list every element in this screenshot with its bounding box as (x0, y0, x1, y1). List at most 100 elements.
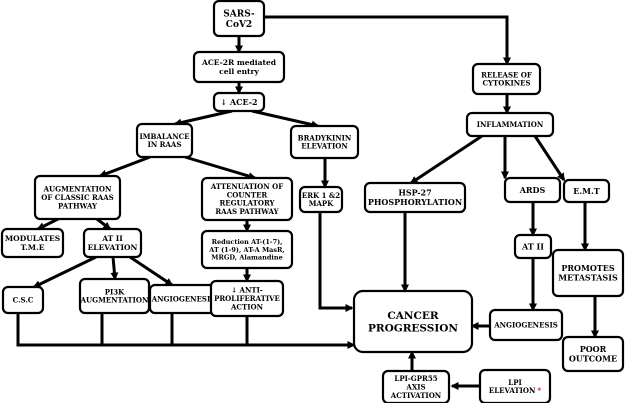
node-label-line: ↓ ANTI- (231, 286, 263, 295)
node-label-line: C.S.C (13, 295, 34, 304)
node-sars: SARS-CoV2 (212, 0, 266, 38)
node-box (192, 50, 286, 84)
node-label-line: PHOSPHORYLATION (368, 197, 462, 207)
node-label-line: ARDS (519, 185, 546, 195)
node-label-line: PATHWAY (58, 201, 98, 210)
node-box (33, 174, 122, 221)
node-box (562, 178, 611, 204)
node-label-line: MRGD, Alamandine (211, 254, 283, 262)
node-box (381, 369, 451, 403)
node-label-line: ANGIOGENESIS (493, 320, 558, 329)
node-label-line: ELEVATION (301, 142, 348, 151)
node-label-line: AUGMENTATION (80, 296, 149, 305)
marker-asterisk: * (537, 386, 541, 395)
node-label-line: POOR (580, 344, 607, 354)
node-label-line: LPI-GPR55 (394, 374, 437, 383)
node-box (212, 91, 266, 113)
node-inflammation: INFLAMMATION (465, 111, 555, 138)
node-label-line: BRADYKININ (298, 133, 352, 142)
node-label-line: HSP-27 (398, 188, 431, 198)
node-box (200, 176, 294, 222)
node-box (513, 233, 553, 260)
node-label-line: METASTASIS (558, 273, 618, 283)
node-box (289, 124, 360, 160)
node-label-line: CANCER (387, 310, 438, 322)
node-label-line: ERK 1 &2 (302, 191, 340, 200)
node-box (561, 335, 625, 373)
node-emt: E.M.T (562, 178, 611, 204)
node-label-line: IN RAAS (148, 140, 182, 149)
node-label-line: AT II (521, 241, 544, 251)
node-box (488, 308, 564, 342)
node-at2-right: AT II (513, 233, 553, 260)
node-label-line: ANGIOGENESIS (151, 294, 216, 303)
node-label-line: OF CLASSIC RAAS (41, 193, 113, 202)
node-box (363, 181, 467, 214)
node-label-line: RELEASE OF (481, 70, 532, 79)
node-box (465, 111, 555, 138)
node-box (82, 227, 143, 259)
node-label-line: ACE-2R mediated (201, 58, 277, 67)
node-label-line: PI3K (105, 287, 125, 296)
node-ace2: ↓ ACE-2 (212, 91, 266, 113)
node-label-line: REGULATORY (219, 199, 275, 208)
node-label-line: ↓ ACE-2 (220, 97, 257, 107)
node-reduction: Reduction AT-(1-7),AT (1-9), AT-A MasR,M… (200, 229, 294, 270)
node-box (298, 185, 344, 214)
node-label-line: IMBALANCE (139, 132, 189, 141)
node-box (478, 368, 552, 403)
node-box (0, 227, 65, 259)
node-label-line: ELEVATION (88, 243, 138, 252)
edges (16, 15, 599, 390)
node-box (200, 229, 294, 270)
node-label-line: T.M.E (21, 243, 45, 252)
node-label-line: ELEVATION* (489, 386, 542, 395)
node-label-line: CoV2 (226, 20, 252, 30)
node-box (135, 122, 194, 159)
node-angio-right: ANGIOGENESIS (488, 308, 564, 342)
node-label-line: AT II (101, 234, 123, 243)
node-label-line: INFLAMMATION (477, 120, 544, 129)
node-label-line: AXIS (405, 382, 425, 391)
node-ards: ARDS (503, 176, 562, 204)
node-label-line: CYTOKINES (482, 79, 530, 88)
node-label-line: MAPK (309, 199, 334, 208)
node-box (471, 62, 542, 96)
node-angio-left: ANGIOGENESIS (148, 283, 219, 315)
node-label-line: MODULATES (5, 234, 60, 243)
node-label-line: ATTENUATION OF (210, 182, 283, 191)
node-label-line: E.M.T (573, 186, 600, 196)
node-label-line: OUTCOME (569, 354, 617, 364)
node-label-line: LPI (508, 378, 521, 387)
node-box (209, 279, 285, 318)
node-label-line: COUNTER (227, 190, 268, 199)
node-label-line: AUGMENTATION (43, 185, 112, 194)
node-label-line: PROLIFERATIVE (214, 294, 280, 303)
node-label-line: Reduction AT-(1-7), (212, 238, 283, 246)
node-box (352, 289, 474, 354)
node-box (212, 0, 266, 38)
node-box (503, 176, 562, 204)
node-csc: C.S.C (1, 285, 45, 315)
node-label-line: cell entry (219, 67, 259, 76)
node-box (1, 285, 45, 315)
node-label-line: RAAS PATHWAY (215, 207, 279, 216)
node-label-line: ACTIVATION (390, 391, 442, 400)
node-label-line: AT (1-9), AT-A MasR, (208, 246, 284, 254)
